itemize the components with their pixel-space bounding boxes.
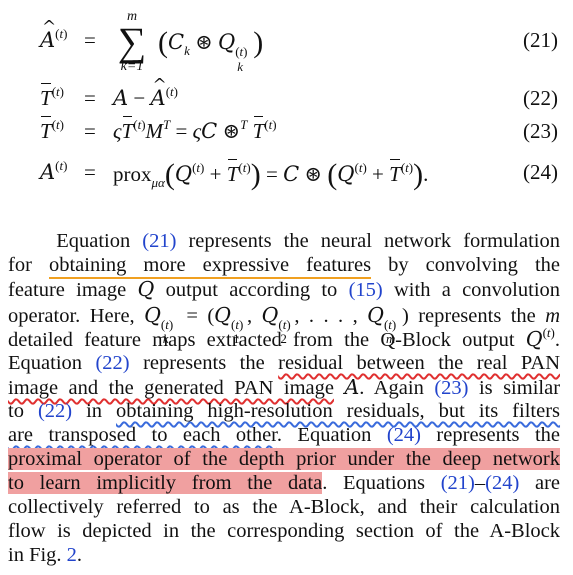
equation-link[interactable]: (21) [440, 472, 475, 494]
equation-link[interactable]: (24) [485, 472, 520, 494]
equation-link[interactable]: (22) [95, 352, 130, 374]
text-line: flow is depicted in the corresponding se… [8, 520, 560, 542]
text-line: collectively referred to as the A-Block,… [8, 496, 560, 518]
text-line: proximal operator of the depth prior und… [8, 447, 560, 471]
text-line: for obtaining more expressive features b… [8, 253, 560, 279]
red-highlight-annotation: to learn implicitly from the data [8, 472, 323, 494]
text-line: operator. Here, Q(t)k = (Q(t)1, Q(t)2, .… [8, 303, 561, 346]
sum-symbol: m∑k=1 [117, 9, 147, 74]
blue-wavy-annotation: are transposed to each other [8, 424, 277, 446]
equation-number: (23) [523, 119, 558, 143]
figure-link[interactable]: 2 [66, 544, 77, 566]
equation-link[interactable]: (15) [348, 279, 383, 301]
text-line: image and the generated PAN image A. Aga… [8, 375, 561, 399]
red-wavy-annotation: residual between the real PAN [278, 352, 560, 374]
text-line: feature image Q output according to (15)… [8, 277, 561, 301]
equation-number: (21) [523, 28, 558, 52]
text-line: to learn implicitly from the data. Equat… [8, 472, 561, 494]
red-wavy-annotation: image and the generated PAN image [8, 377, 334, 399]
equation-link[interactable]: (22) [37, 400, 73, 422]
equation-number: (22) [523, 86, 558, 110]
red-highlight-annotation: proximal operator of the depth prior und… [8, 448, 560, 470]
text-line: Equation (21) represents the neural netw… [56, 230, 560, 252]
orange-underline-annotation: obtaining more expressive features [48, 254, 372, 279]
equation-link[interactable]: (21) [142, 230, 177, 252]
blue-wavy-annotation: obtaining high-resolution residuals, but… [116, 400, 561, 422]
text-line: Equation (22) represents the residual be… [8, 352, 560, 374]
equation-link[interactable]: (23) [434, 377, 469, 399]
text-line: to (22) in obtaining high-resolution res… [8, 400, 561, 422]
text-line: detailed feature maps extracted from the… [8, 325, 560, 351]
equation-link[interactable]: (24) [386, 424, 422, 446]
text-line: in Fig. 2. [8, 544, 83, 566]
equation-number: (24) [523, 160, 558, 184]
text-line: are transposed to each other. Equation (… [8, 424, 561, 446]
